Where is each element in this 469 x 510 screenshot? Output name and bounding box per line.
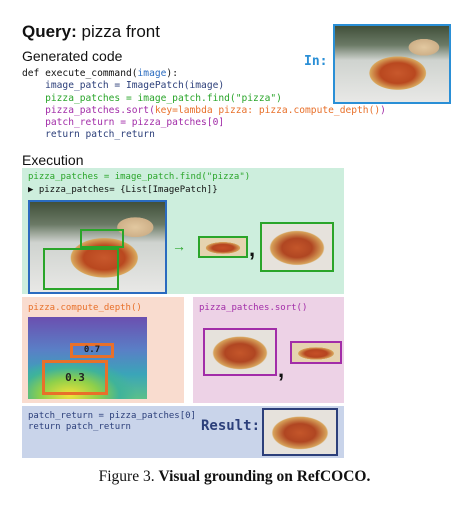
caption-prefix: Figure 3. [98,468,159,485]
input-image [333,24,451,104]
result-panel: patch_return = pizza_patches[0] return p… [22,406,344,458]
depth-map [28,317,147,399]
result-label: Result: [201,418,261,434]
depth-value-back: 0.7 [83,345,101,355]
generated-code-heading: Generated code [22,48,123,64]
code-block: def execute_command(image): image_patch … [22,68,386,142]
code-line-6: return patch_return [22,129,155,141]
execution-heading: Execution [22,152,84,168]
sorted-patch-back [290,341,342,364]
result-image [262,408,338,456]
input-label: In: [304,54,328,69]
code-line-5: patch_return = pizza_patches[0] [22,117,225,129]
sorted-separator: , [278,357,285,382]
patch-front [260,222,334,272]
sorted-patch-front [203,328,277,376]
figure-caption: Figure 3. Visual grounding on RefCOCO. [0,468,469,486]
code-line-1: def execute_command(image): [22,68,178,79]
depth-title: pizza.compute_depth() [28,303,142,313]
depth-box-back: 0.7 [70,343,114,358]
patch-separator: , [249,236,256,261]
depth-panel: pizza.compute_depth() 0.7 0.3 [22,297,184,403]
query-text: pizza front [81,22,160,41]
patch-back [198,236,248,258]
arrow-icon: → [172,238,186,254]
depth-value-front: 0.3 [65,371,85,384]
code-line-4: pizza_patches.sort(key=lambda pizza: piz… [22,104,386,116]
query-label: Query: [22,22,77,41]
code-line-3: pizza_patches = image_patch.find("pizza"… [22,92,282,104]
detection-box-front [43,248,119,290]
sort-panel: pizza_patches.sort() , [193,297,344,403]
find-code-line: pizza_patches = image_patch.find("pizza"… [28,172,251,182]
detection-box-back [80,229,124,248]
result-code-line-1: patch_return = pizza_patches[0] [28,411,196,421]
code-line-2: image_patch = ImagePatch(image) [22,80,225,92]
find-panel: pizza_patches = image_patch.find("pizza"… [22,168,344,294]
depth-box-front: 0.3 [42,360,108,395]
query-title: Query: pizza front [22,22,160,42]
caption-title: Visual grounding on RefCOCO. [158,468,371,485]
result-code-line-2: return patch_return [28,422,131,432]
find-result-line: ▶ pizza_patches= {List[ImagePatch]} [28,185,218,195]
sort-title: pizza_patches.sort() [199,303,308,313]
